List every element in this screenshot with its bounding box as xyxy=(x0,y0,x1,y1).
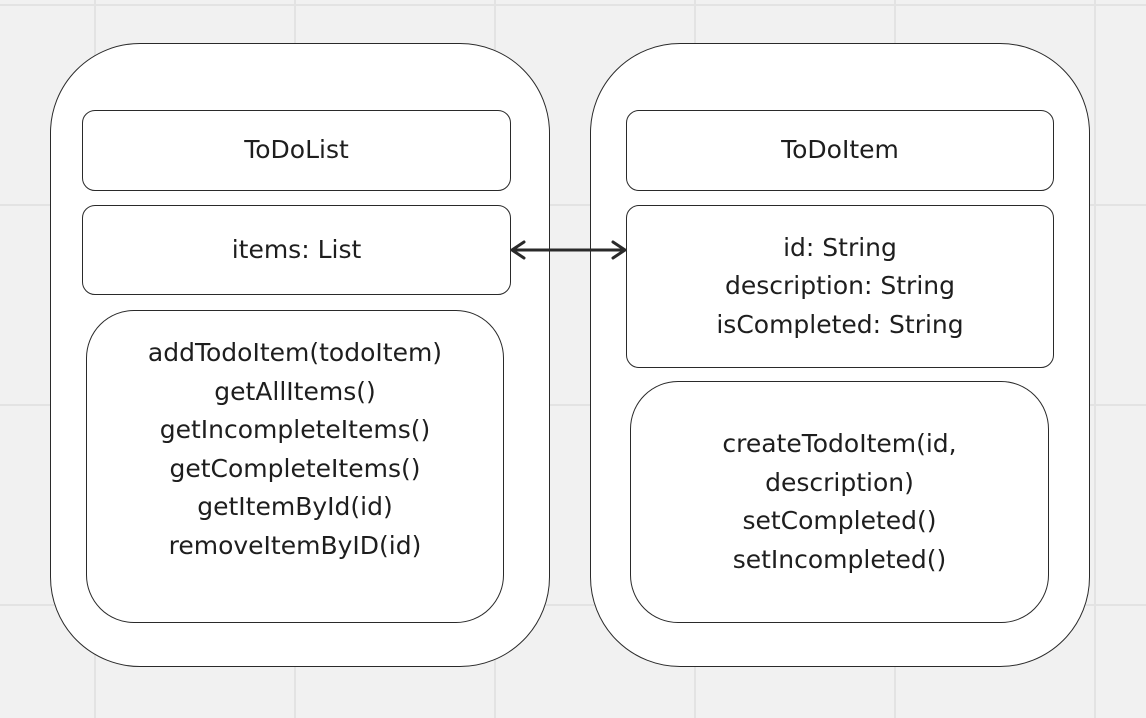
todolist-title: ToDoList xyxy=(244,135,349,165)
attribute-is-completed: isCompleted: String xyxy=(716,309,964,339)
attribute-id: id: String xyxy=(783,232,897,262)
todoitem-title-box[interactable]: ToDoItem xyxy=(626,110,1054,191)
todolist-title-box[interactable]: ToDoList xyxy=(82,110,511,191)
method-get-incomplete-items: getIncompleteItems() xyxy=(159,415,431,444)
method-set-incompleted: setIncompleted() xyxy=(732,544,947,574)
attribute-description: description: String xyxy=(725,271,955,301)
method-set-completed: setCompleted() xyxy=(742,506,937,535)
method-create-todo-item: createTodoItem(id, xyxy=(722,429,957,458)
method-create-todo-item-cont: description) xyxy=(765,467,914,497)
todoitem-title: ToDoItem xyxy=(781,135,899,165)
method-add-todo-item: addTodoItem(todoItem) xyxy=(147,338,443,367)
todolist-attributes-box[interactable]: items: List xyxy=(82,205,511,295)
todolist-methods-box[interactable]: addTodoItem(todoItem) getAllItems() getI… xyxy=(86,310,504,623)
method-get-all-items: getAllItems() xyxy=(214,376,376,406)
method-remove-item-by-id: removeItemByID(id) xyxy=(168,530,422,560)
todoitem-methods-box[interactable]: createTodoItem(id, description) setCompl… xyxy=(630,381,1049,623)
method-get-complete-items: getCompleteItems() xyxy=(169,453,421,483)
method-get-item-by-id: getItemById(id) xyxy=(197,492,393,521)
attribute-items: items: List xyxy=(231,234,362,264)
todoitem-attributes-box[interactable]: id: String description: String isComplet… xyxy=(626,205,1054,368)
